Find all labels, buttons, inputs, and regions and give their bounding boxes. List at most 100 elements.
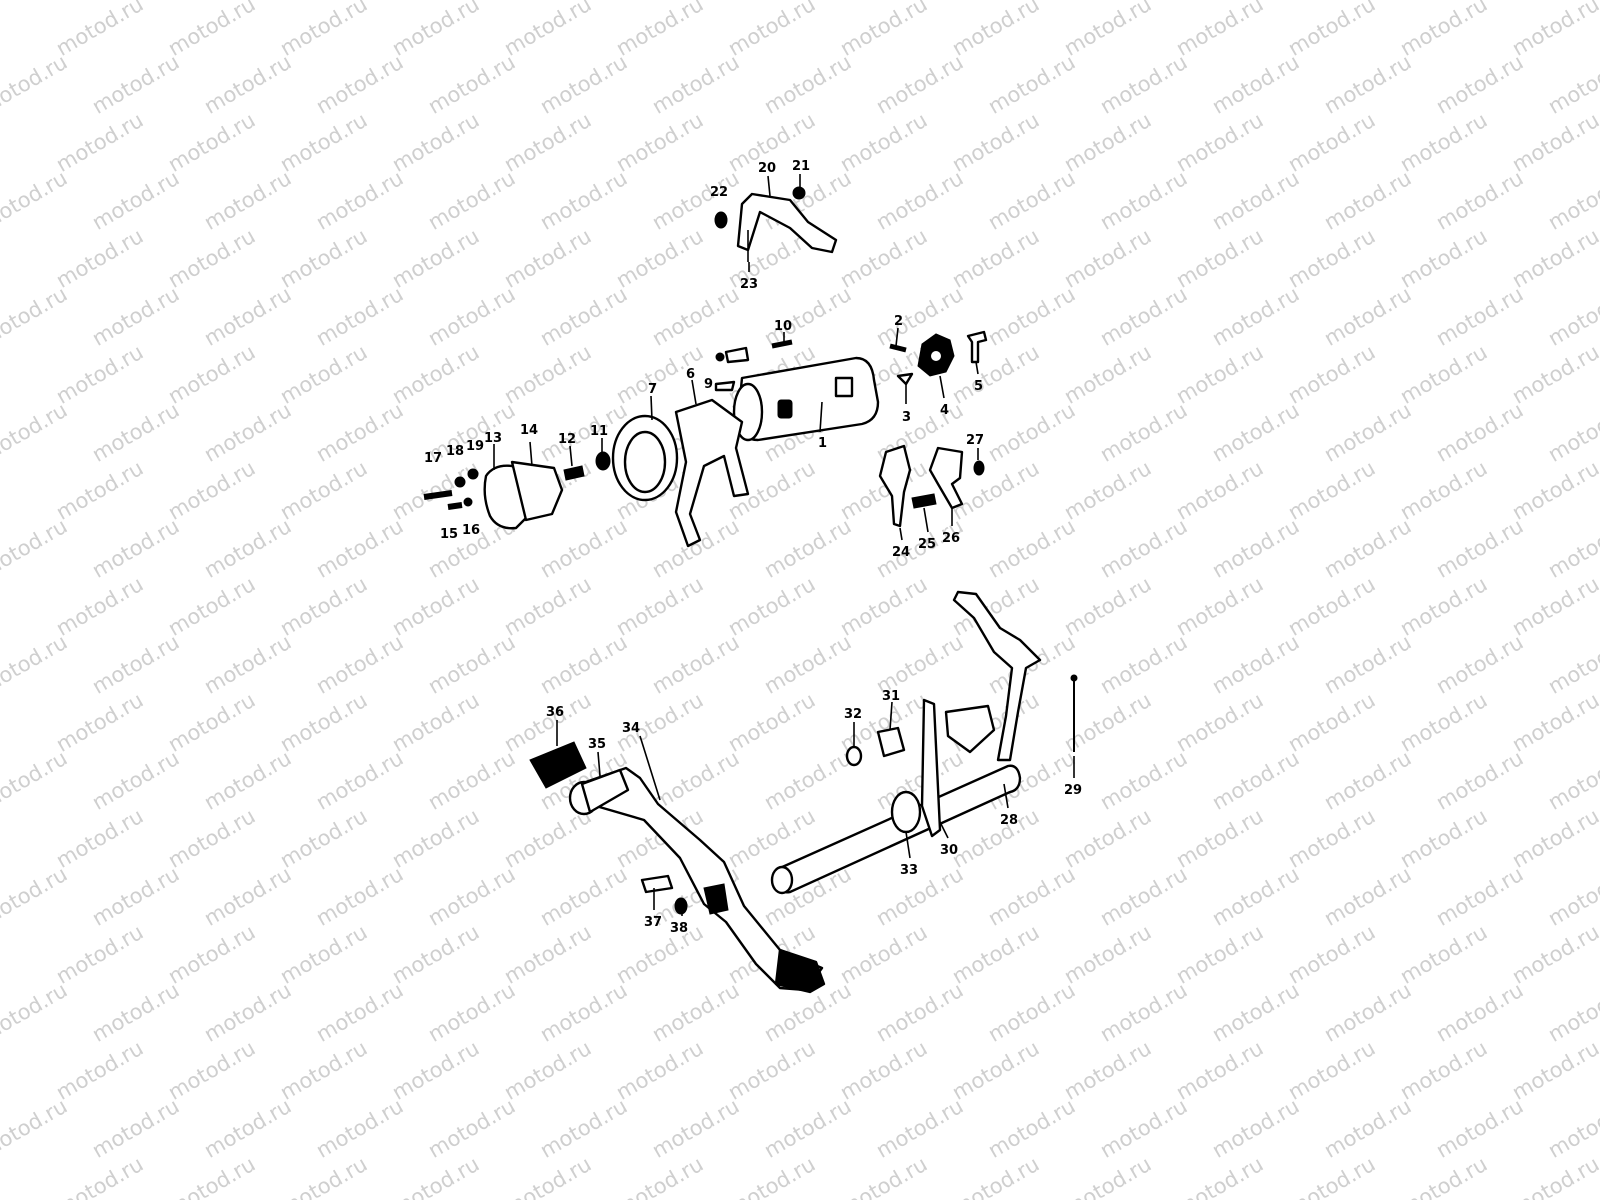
callout-24: 24 [892,545,910,560]
callout-5: 5 [974,379,983,394]
stopper-plate-part-20 [736,192,838,254]
callout-37: 37 [644,915,662,930]
cam-groove-1 [777,399,793,419]
screw-part-15 [447,502,463,510]
nut-part-38 [674,897,688,915]
callout-16: 16 [462,523,480,538]
callout-23: 23 [740,277,758,292]
oil-seal-part-33 [890,790,922,834]
lever-pad [774,948,826,994]
bolt-part-37 [640,874,674,894]
callout-28: 28 [1000,813,1018,828]
callout-labels: 1 2 3 4 5 6 7 9 10 11 12 13 14 15 16 17 … [424,159,1082,936]
callout-17: 17 [424,451,442,466]
leader-30 [939,821,949,839]
callout-22: 22 [710,185,728,200]
leader-28 [1003,783,1009,809]
callout-29: 29 [1064,783,1082,798]
callout-31: 31 [882,689,900,704]
leader-2 [895,327,899,347]
leader-34 [639,735,661,801]
leader-35 [597,751,601,777]
leader-20 [767,175,771,197]
leader-1 [819,401,823,433]
washer-part-32 [845,745,863,767]
bolt-part-17 [423,490,453,500]
cam-star-hole [931,351,941,361]
shift-plate-part-28 [944,704,996,754]
washer-part-18 [454,476,466,488]
pin-part-3 [896,372,914,386]
callout-7: 7 [648,382,657,397]
collar-part-31 [876,726,906,758]
leader-5 [975,361,979,375]
callout-33: 33 [900,863,918,878]
callout-4: 4 [940,403,949,418]
leader-4 [939,375,945,399]
gearshift-lever-group [529,741,826,994]
gearshift-cam-group [423,330,988,548]
leader-6 [691,379,697,405]
callout-14: 14 [520,423,538,438]
callout-11: 11 [590,424,608,439]
callout-1: 1 [818,436,827,451]
shift-arm-top-part-28 [952,590,1042,762]
callout-20: 20 [758,161,776,176]
leader-24 [899,527,903,541]
pin-part-10 [771,339,793,349]
pin-part-2 [889,343,907,353]
callout-9: 9 [704,377,713,392]
callout-2: 2 [894,314,903,329]
lever-boss [703,883,729,915]
callout-3: 3 [902,410,911,425]
gasket-part-14 [510,460,564,522]
washer-part-16 [463,497,473,507]
pin-part-9-head [715,352,725,362]
pin-part-9 [714,380,736,392]
leader-25 [923,507,929,533]
washer-part-11 [595,451,611,471]
callout-6: 6 [686,367,695,382]
stopper-plate-group [714,186,838,262]
callout-19: 19 [466,439,484,454]
callout-26: 26 [942,531,960,546]
bolt-part-25 [911,493,937,509]
callout-34: 34 [622,721,640,736]
leader-12 [569,445,573,467]
callout-36: 36 [546,705,564,720]
leader-7 [650,395,653,421]
callout-18: 18 [446,444,464,459]
leader-14 [529,441,533,467]
rubber-part-36 [529,741,587,789]
footpeg-body-part-35 [580,768,630,814]
callout-13: 13 [484,431,502,446]
shift-fork-part-6 [674,398,750,548]
shift-fork-ring-inner [623,430,667,494]
callout-32: 32 [844,707,862,722]
leader-lines [493,174,1075,916]
callout-30: 30 [940,843,958,858]
callout-38: 38 [670,921,688,936]
callout-10: 10 [774,319,792,334]
pin-part-9-clip [724,346,750,364]
callout-25: 25 [918,537,936,552]
gearshift-shaft-group [770,590,1078,895]
stopper-bracket-group [878,444,985,528]
leader-33 [905,831,911,859]
washer-part-19 [467,468,479,480]
spring-part-29-end [1070,674,1078,682]
screw-part-5 [966,330,988,364]
bolt-part-12 [563,465,585,481]
nut-part-27 [973,460,985,476]
callout-21: 21 [792,159,810,174]
callout-12: 12 [558,432,576,447]
bracket-part-24 [878,444,912,528]
callout-15: 15 [440,527,458,542]
shaft-end [770,865,794,895]
cam-groove-2 [834,376,854,398]
washer-part-22 [714,211,728,229]
bracket-part-26 [928,446,964,510]
callout-27: 27 [966,433,984,448]
